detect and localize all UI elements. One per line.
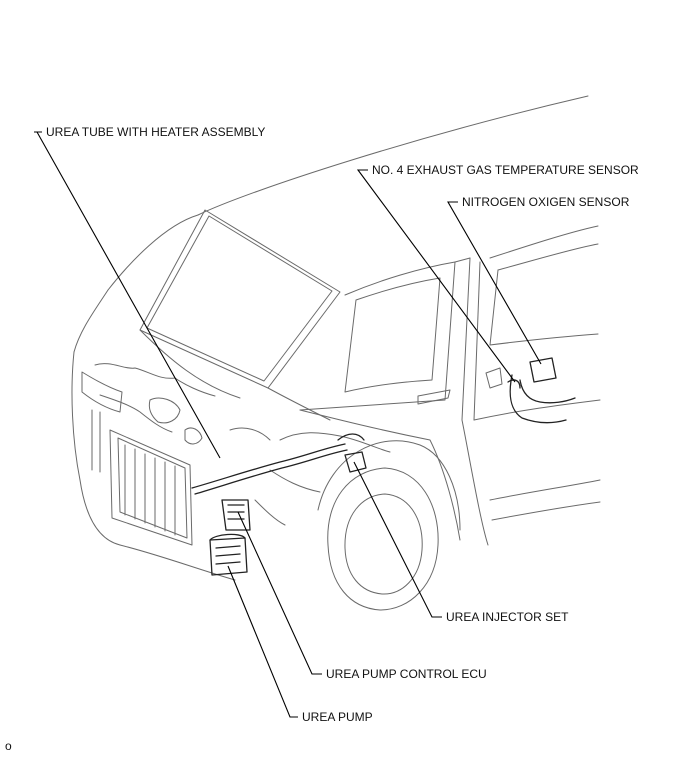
label-urea-pump: UREA PUMP: [302, 710, 373, 724]
urea-injector-set: [344, 451, 367, 473]
label-urea-pump-ecu: UREA PUMP CONTROL ECU: [326, 667, 487, 681]
figure-code: o: [5, 739, 12, 753]
label-nox-sensor: NITROGEN OXIGEN SENSOR: [462, 195, 630, 209]
no4-exhaust-temp-sensor: [507, 379, 521, 389]
label-urea-tube: UREA TUBE WITH HEATER ASSEMBLY: [46, 125, 266, 139]
leader-pump: [227, 565, 298, 718]
leader-no4-sensor: [356, 169, 516, 383]
nitrogen-oxigen-sensor: [529, 357, 557, 383]
urea-tube: [191, 443, 346, 489]
leader-lines: [34, 131, 542, 718]
leader-urea-tube: [34, 131, 221, 459]
label-urea-injector: UREA INJECTOR SET: [446, 610, 569, 624]
vehicle-body: [71, 95, 601, 611]
urea-pump: [209, 537, 248, 576]
leader-injector: [353, 461, 442, 618]
label-no4-exhaust-sensor: NO. 4 EXHAUST GAS TEMPERATURE SENSOR: [372, 163, 639, 177]
urea-pump-control-ecu: [221, 499, 251, 531]
leader-pump-ecu: [237, 511, 322, 675]
leader-nox-sensor: [447, 201, 542, 365]
urea-system-parts: [191, 357, 576, 576]
